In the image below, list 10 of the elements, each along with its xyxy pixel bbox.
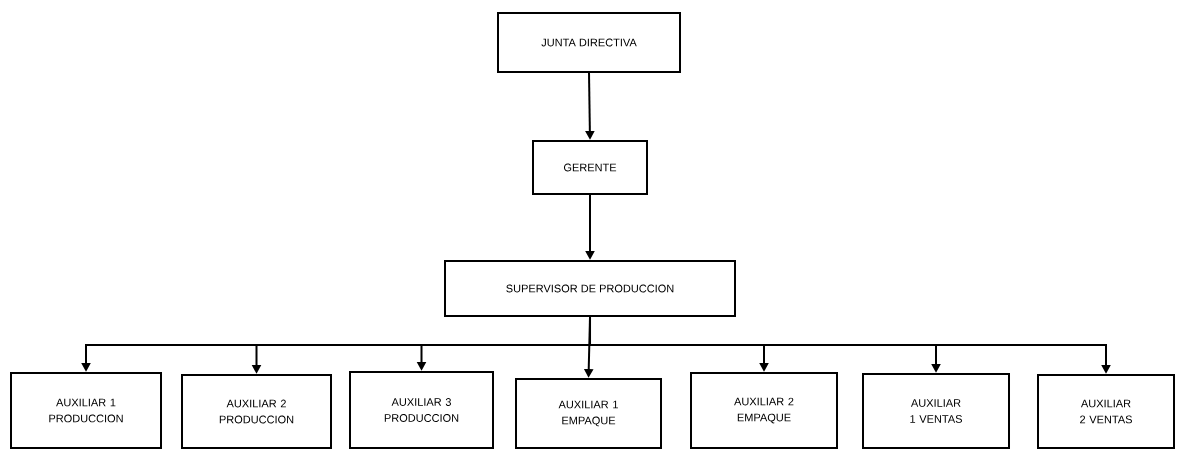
org-box: AUXILIAR 1 EMPAQUE [515,378,662,449]
org-box: JUNTA DIRECTIVA [497,12,681,73]
org-box: AUXILIAR 1 PRODUCCION [10,372,162,449]
org-box: AUXILIAR 1 VENTAS [862,373,1010,449]
org-box: AUXILIAR 2 VENTAS [1037,374,1175,449]
org-box: AUXILIAR 2 PRODUCCION [181,374,332,449]
org-box: AUXILIAR 3 PRODUCCION [349,371,494,449]
org-box: GERENTE [532,140,648,195]
org-box: SUPERVISOR DE PRODUCCION [444,260,736,317]
org-box: AUXILIAR 2 EMPAQUE [690,372,838,449]
